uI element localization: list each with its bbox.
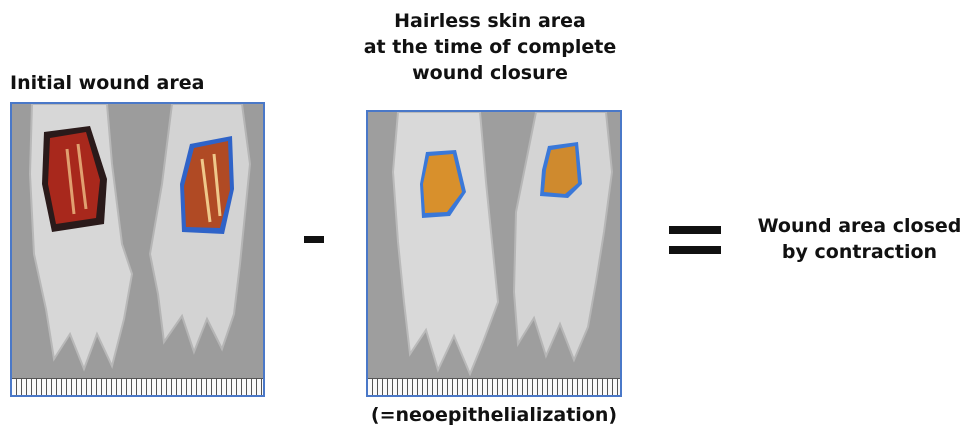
scale-ruler bbox=[12, 378, 263, 395]
initial-wound-photo bbox=[10, 102, 265, 397]
result-label: Wound area closed by contraction bbox=[752, 213, 967, 265]
rat-paws-closed-wound-icon bbox=[368, 112, 620, 395]
closure-title-line-3: wound closure bbox=[340, 60, 640, 86]
result-line-2: by contraction bbox=[752, 239, 967, 265]
closed-wound-photo bbox=[366, 110, 622, 397]
equals-bar-top bbox=[669, 226, 721, 234]
result-line-1: Wound area closed bbox=[752, 213, 967, 239]
closure-title-line-2: at the time of complete bbox=[340, 34, 640, 60]
neoepithelialization-caption: (=neoepithelialization) bbox=[366, 402, 622, 428]
closure-title: Hairless skin area at the time of comple… bbox=[340, 8, 640, 86]
minus-sign bbox=[304, 236, 324, 243]
initial-wound-title: Initial wound area bbox=[10, 70, 204, 96]
closure-title-line-1: Hairless skin area bbox=[340, 8, 640, 34]
equals-bar-bottom bbox=[669, 246, 721, 254]
rat-paws-initial-wound-icon bbox=[12, 104, 263, 395]
scale-ruler bbox=[368, 378, 620, 395]
